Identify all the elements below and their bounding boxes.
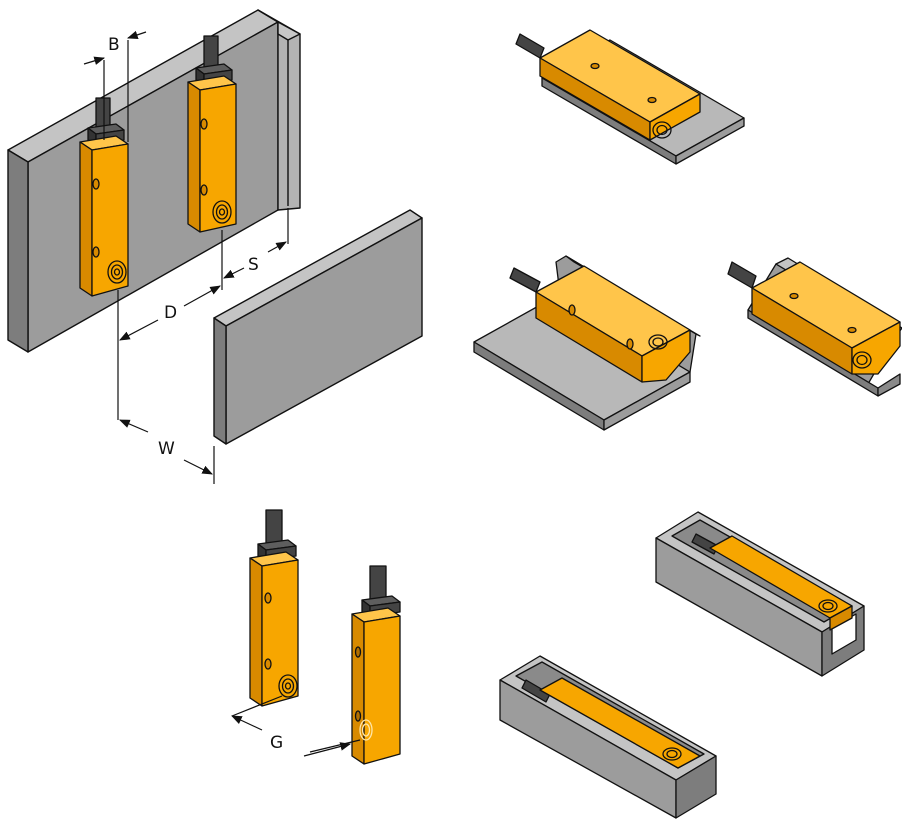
target-icon [662, 747, 682, 761]
sensor-left [79, 97, 129, 297]
mount-hole-icon [847, 326, 857, 334]
dimension-label-s: S [248, 255, 259, 275]
dimension-label-g: G [270, 733, 283, 753]
cable-icon [509, 267, 541, 293]
sensor-right [187, 35, 237, 233]
mount-hole-icon [354, 710, 362, 722]
cable-icon [727, 261, 757, 289]
target-icon [359, 719, 373, 741]
mount-hole-icon [626, 338, 634, 350]
cable-icon [515, 33, 545, 59]
dimension-label-b: B [108, 35, 120, 55]
flat-plate-mount [515, 29, 745, 165]
target-icon [852, 351, 872, 369]
mount-hole-icon [647, 96, 657, 104]
mount-hole-icon [200, 184, 208, 196]
mount-hole-icon [568, 304, 576, 316]
target-icon [648, 334, 668, 350]
target-icon [212, 200, 232, 224]
mount-hole-icon [200, 118, 208, 130]
dimension-label-d: D [164, 303, 177, 323]
mount-hole-icon [92, 178, 100, 190]
u-channel-mount-upper [655, 511, 865, 677]
mount-hole-icon [590, 62, 600, 70]
sensor-pair-left [249, 509, 299, 707]
mount-hole-icon [264, 658, 272, 670]
mount-hole-icon [354, 646, 362, 658]
target-icon [652, 121, 672, 139]
dimension-lines-g [231, 695, 361, 757]
channel-mount [727, 257, 902, 397]
dimension-label-w: W [158, 439, 175, 459]
u-channel-mount-lower [499, 655, 717, 819]
dimension-lines [83, 30, 289, 484]
mount-hole-icon [264, 592, 272, 604]
sensor-pair-right [351, 565, 401, 765]
mount-hole-icon [789, 292, 799, 300]
target-icon [818, 599, 838, 613]
mount-hole-icon [92, 246, 100, 258]
angle-bracket-mount [473, 255, 701, 431]
target-plate [213, 209, 423, 445]
target-icon [107, 260, 127, 284]
target-icon [278, 674, 298, 698]
